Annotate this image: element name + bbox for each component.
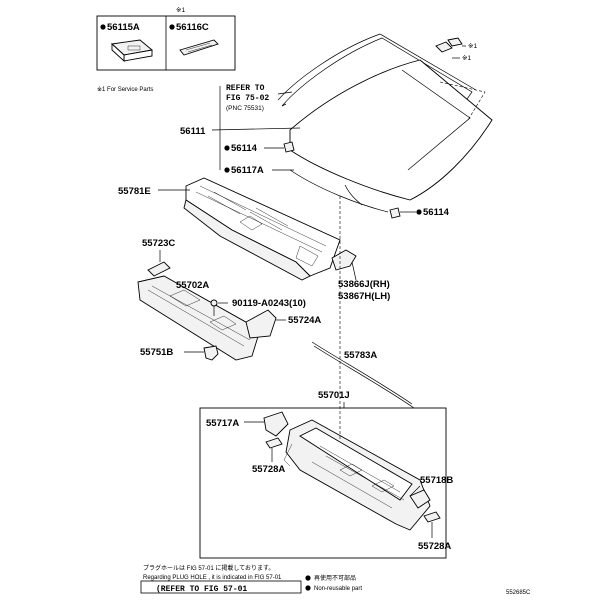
non-reusable-dot-icon	[224, 145, 230, 151]
cowl-panel-55702A	[137, 275, 261, 361]
part-label-55702A: 55702A	[176, 280, 209, 291]
side-mark-2: ※1	[462, 55, 471, 62]
note-japanese: プラグホールは FIG 57-01 に掲載しております。	[143, 564, 274, 572]
non-reusable-dot-icon	[100, 24, 106, 30]
clip-56114-a-drawing	[283, 141, 295, 153]
service-footnote: ※1 For Service Parts	[97, 86, 153, 93]
bottom-note-box: プラグホールは FIG 57-01 に掲載しております。 Regarding P…	[140, 564, 302, 594]
windshield-glass-56111	[277, 33, 493, 213]
sub-assembly-box	[199, 407, 447, 559]
bracket-55724A-drawing	[245, 309, 277, 339]
non-reusable-dot-icon	[305, 575, 311, 581]
part-label-56115A: 56115A	[107, 22, 140, 33]
non-reusable-dot-icon	[224, 167, 230, 173]
clip-56114-b-drawing	[389, 207, 401, 219]
legend-english: Non-reusable part	[314, 586, 362, 592]
part-label-55718B: 55718B	[420, 475, 453, 486]
non-reusable-dot-icon	[416, 209, 422, 215]
part-label-55783A: 55783A	[344, 350, 377, 361]
clip-55751B-drawing	[203, 345, 219, 361]
badge-56116C-drawing	[179, 39, 219, 56]
part-label-90119: 90119-A0243(10)	[232, 298, 306, 309]
non-reusable-dot-icon	[305, 585, 311, 591]
part-label-55723C: 55723C	[142, 238, 175, 249]
part-label-53866J: 53866J(RH)	[338, 279, 390, 290]
part-label-56114-b: 56114	[423, 207, 450, 218]
refer-fig-75-02: REFER TO FIG 75-02 (PNC 75531)	[219, 84, 293, 170]
bracket-55717A-drawing	[263, 411, 289, 437]
seal-53866J-drawing	[331, 249, 357, 271]
part-label-55728A-a: 55728A	[252, 464, 285, 475]
part-label-55781E: 55781E	[118, 186, 151, 197]
refer-line-1: REFER TO	[226, 84, 265, 93]
part-label-56117A: 56117A	[231, 165, 264, 176]
part-label-55724A: 55724A	[288, 315, 321, 326]
bracket-55723C-drawing	[147, 261, 171, 277]
cowl-panel-55701J	[283, 419, 431, 531]
note-english: Regarding PLUG HOLE , it is indicated in…	[143, 575, 282, 581]
non-reusable-dot-icon	[169, 24, 175, 30]
part-label-55751B: 55751B	[140, 347, 173, 358]
refer-line-3: (PNC 75531)	[226, 105, 264, 112]
clip-56115A-drawing	[110, 39, 154, 63]
part-label-56116C: 56116C	[176, 22, 209, 33]
cowl-louver-55781E	[183, 177, 341, 281]
part-label-55728A-b: 55728A	[418, 541, 451, 552]
figure-code: 552685C	[506, 590, 531, 596]
pad-55728A-a-drawing	[265, 437, 283, 449]
pad-55728A-b-drawing	[423, 511, 441, 523]
service-marker-top: ※1	[176, 7, 185, 14]
bracket-55718B-drawing	[409, 489, 431, 509]
part-label-56111: 56111	[180, 126, 206, 137]
refer-line-2: FIG 75-02	[226, 94, 269, 103]
part-label-53867H: 53867H(LH)	[338, 291, 390, 302]
bolt-90119-drawing	[210, 299, 218, 307]
note-refer: (REFER TO FIG 57-01	[156, 585, 247, 594]
service-parts-box: ※1 56115A 56116C ※1 For Service Parts	[96, 7, 236, 93]
legend-japanese: 再使用不可部品	[314, 574, 356, 582]
side-mark-1: ※1	[468, 43, 477, 50]
part-label-56114-a: 56114	[231, 143, 258, 154]
part-label-55717A: 55717A	[206, 418, 239, 429]
legend: 再使用不可部品 Non-reusable part	[305, 574, 362, 592]
part-label-55701J: 55701J	[318, 390, 350, 401]
